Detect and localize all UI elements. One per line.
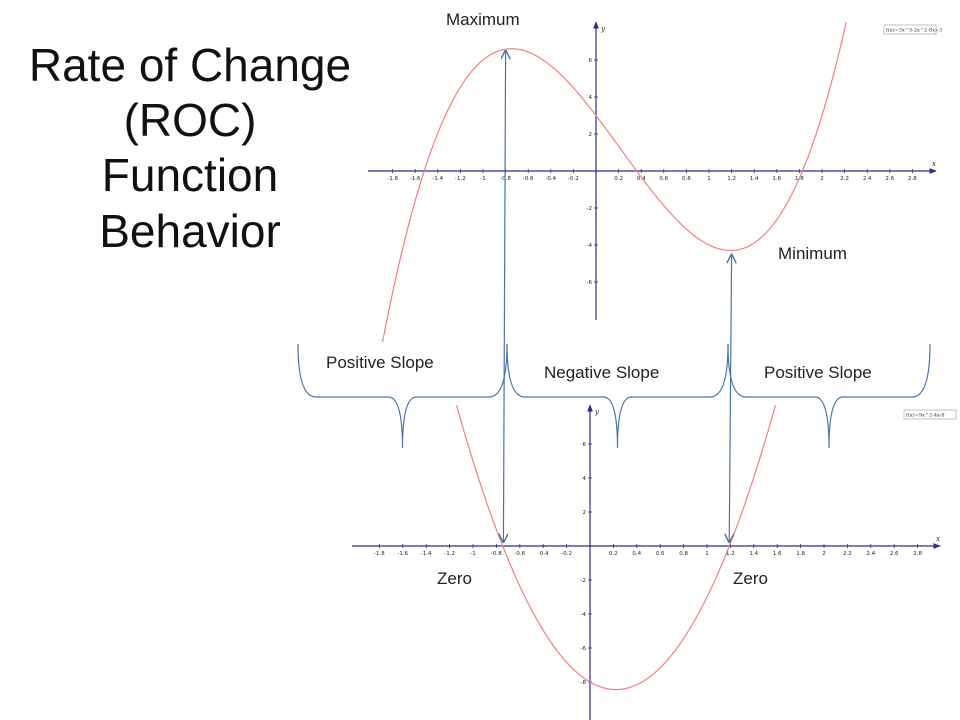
y-tick-label: 6: [589, 58, 593, 64]
y-tick-label: -6: [587, 280, 593, 286]
x-tick-label: 1.6: [773, 551, 782, 557]
x-tick-label: 2.8: [908, 176, 917, 182]
x-tick-label: 0.4: [632, 551, 641, 557]
x-tick-label: 2.4: [863, 176, 872, 182]
zero-label-1: Zero: [437, 569, 472, 588]
x-tick-label: -1: [470, 551, 475, 557]
positive-slope-label-1: Positive Slope: [326, 353, 434, 372]
max-to-zero-arrow: [503, 51, 505, 542]
y-axis-label: y: [594, 408, 600, 416]
x-tick-label: 0.4: [637, 176, 646, 182]
y-tick-label: 2: [583, 510, 587, 516]
x-tick-label: -0.6: [523, 176, 534, 182]
function-legend-box: [903, 409, 957, 420]
y-tick-label: -2: [587, 206, 592, 212]
x-tick-label: 1: [705, 551, 709, 557]
x-tick-label: -0.8: [500, 176, 511, 182]
y-tick-label: -6: [581, 646, 587, 652]
x-tick-label: -1.8: [387, 176, 398, 182]
min-to-zero-arrow: [729, 255, 731, 542]
x-axis-label: x: [936, 535, 940, 543]
x-tick-label: 2: [820, 176, 824, 182]
x-tick-label: 1.2: [727, 176, 736, 182]
x-tick-label: -1.6: [410, 176, 421, 182]
x-tick-label: 2.6: [890, 551, 899, 557]
x-tick-label: -1.2: [444, 551, 455, 557]
function-curve: [381, 22, 847, 342]
x-tick-label: -1.2: [455, 176, 466, 182]
x-tick-label: -1: [480, 176, 485, 182]
title-line: (ROC): [123, 94, 257, 147]
x-tick-label: 0.2: [614, 176, 623, 182]
y-axis-label: y: [600, 25, 606, 33]
y-tick-label: 2: [589, 132, 593, 138]
x-tick-label: 2: [822, 551, 826, 557]
x-tick-label: 2.2: [843, 551, 852, 557]
x-tick-label: 0.8: [679, 551, 688, 557]
function-legend: f(x)=3x^3-2x^2-8x+3: [886, 27, 942, 34]
x-tick-label: -1.4: [421, 551, 432, 557]
title-line: Rate of Change: [28, 39, 352, 91]
x-tick-label: 0.6: [656, 551, 665, 557]
x-tick-label: 1.8: [796, 551, 805, 557]
x-tick-label: -1.6: [397, 551, 408, 557]
y-tick-label: 6: [583, 442, 587, 448]
top-graph: x y -1.8 -1.6 -1.4 -1.2 -1 -0.8 -0.6 -0.4 -0.2 0.2 0…: [368, 21, 942, 342]
x-tick-label: 2.2: [840, 176, 849, 182]
function-legend: f(x)=9x^2-4x-8: [906, 412, 945, 419]
x-tick-label: -0.4: [545, 176, 556, 182]
x-axis-label: x: [932, 160, 936, 168]
positive-slope-brace-2: [727, 343, 931, 449]
positive-slope-label-2: Positive Slope: [764, 363, 872, 382]
negative-slope-label: Negative Slope: [544, 363, 660, 382]
y-tick-label: -8: [581, 680, 587, 686]
x-tick-label: -1.8: [374, 551, 385, 557]
x-tick-label: 0.8: [682, 176, 691, 182]
zero-label-2: Zero: [733, 569, 768, 588]
x-tick-label: -0.2: [561, 551, 572, 557]
y-tick-label: -4: [581, 612, 587, 618]
negative-slope-brace: [506, 343, 729, 449]
x-tick-label: -0.4: [538, 551, 549, 557]
y-tick-label: 4: [583, 476, 587, 482]
x-tick-label: 0.6: [659, 176, 668, 182]
minimum-label: Minimum: [778, 244, 847, 263]
x-tick-label: 1: [707, 176, 711, 182]
y-tick-label: -4: [587, 243, 593, 249]
x-tick-label: -0.2: [568, 176, 579, 182]
x-tick-label: -0.8: [491, 551, 502, 557]
bottom-graph: x y -1.8 -1.6 -1.4 -1.2 -1 -0.8 -0.6 -0.4 -0.2 0.2 0…: [352, 404, 957, 720]
x-tick-label: 0.2: [609, 551, 618, 557]
x-tick-label: 2.8: [913, 551, 922, 557]
x-tick-label: -0.6: [514, 551, 525, 557]
title-line: Behavior: [99, 204, 281, 257]
x-tick-label: -1.4: [432, 176, 443, 182]
x-tick-label: 1.4: [750, 176, 759, 182]
maximum-label: Maximum: [446, 10, 520, 29]
x-tick-label: 2.4: [866, 551, 875, 557]
positive-slope-brace-1: [297, 343, 508, 449]
x-tick-label: 1.6: [772, 176, 781, 182]
title-line: Function: [101, 149, 279, 202]
x-tick-label: 1.2: [726, 551, 735, 557]
x-tick-label: 1.4: [749, 551, 758, 557]
function-curve: [455, 405, 777, 691]
x-tick-label: 2.6: [885, 176, 894, 182]
function-legend-box: [883, 24, 937, 35]
slide-title: Rate of Change (ROC) Function Behavior: [20, 38, 360, 259]
y-tick-label: -2: [581, 578, 586, 584]
y-tick-label: 4: [589, 95, 593, 101]
